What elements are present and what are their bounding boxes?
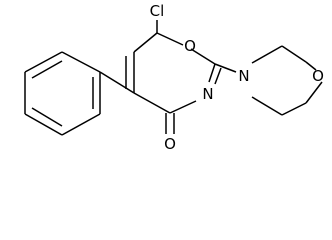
morpholine-ring-bonds <box>251 45 323 116</box>
bond-n3-c4 <box>169 100 197 114</box>
atom-label-morpholine-oxygen: O <box>312 67 324 85</box>
bond-o1-c2 <box>190 48 216 65</box>
bond-c2-n-morpholine <box>214 63 237 73</box>
phenyl-inner-bond-2 <box>31 107 63 127</box>
morpholine-bond-3 <box>305 81 323 104</box>
morpholine-bond-4 <box>281 102 307 116</box>
bond-c4-c5 <box>133 92 171 114</box>
phenyl-ring-bonds <box>24 51 101 136</box>
atom-label-chlorine: Cl <box>150 2 165 20</box>
morpholine-bond-1 <box>251 45 283 64</box>
bond-c2-n3 <box>208 63 216 83</box>
atom-label-ring-oxygen: O <box>184 37 196 55</box>
bond-c6-o1 <box>156 32 184 46</box>
oxazinone-ring-bonds <box>125 32 222 114</box>
atom-labels: Cl O N O N O <box>150 2 324 153</box>
morpholine-bond-5 <box>251 96 283 116</box>
morpholine-bond-2 <box>281 45 307 63</box>
molecule-structure-diagram: Cl O N O N O <box>24 2 324 153</box>
phenyl-bond-4 <box>24 113 63 136</box>
bond-c5-phenyl <box>99 71 135 94</box>
substituent-bonds <box>99 20 237 134</box>
phenyl-bond-1 <box>61 51 101 73</box>
phenyl-inner-bond-1 <box>31 60 63 79</box>
morpholine-bond-6 <box>305 61 317 71</box>
atom-label-morpholine-nitrogen: N <box>238 67 249 85</box>
bond-c2-n3-double <box>214 67 222 85</box>
phenyl-bond-2 <box>24 51 63 73</box>
phenyl-bond-5 <box>61 113 101 136</box>
atom-label-carbonyl-oxygen: O <box>164 135 176 153</box>
atom-label-ring-nitrogen: N <box>202 85 213 103</box>
bond-c6-c5-link <box>133 32 158 53</box>
